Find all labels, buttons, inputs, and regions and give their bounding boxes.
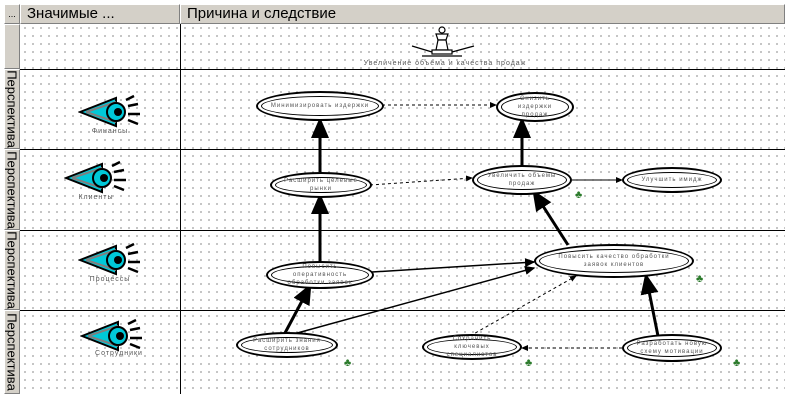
row-header-processes[interactable]: Перспектива xyxy=(4,230,20,310)
top-goal-label: Увеличение объёма и качества продаж xyxy=(363,60,527,67)
chess-piece-icon xyxy=(411,26,475,57)
row-caption: Клиенты xyxy=(78,194,114,201)
row-caption: Процессы xyxy=(89,276,131,283)
row-header-finance[interactable]: Перспектива xyxy=(4,69,20,149)
goal-node-label: Снизить издержки продаж xyxy=(517,96,553,118)
edge xyxy=(469,275,577,337)
row-divider xyxy=(20,69,785,70)
goal-node-label: Минимизировать издержки xyxy=(270,103,370,109)
goal-node[interactable]: Повысить качество обработки заявок клиен… xyxy=(534,244,694,278)
goal-node-label: Улучшить имидж xyxy=(641,177,703,183)
goal-node-label: Расширить знания сотрудников xyxy=(253,338,321,352)
row-header-clients[interactable]: Перспектива xyxy=(4,149,20,230)
column-header-cause-effect[interactable]: Причина и следствие xyxy=(180,4,785,24)
goal-node-label: Увеличить объемы продаж xyxy=(487,173,557,187)
row-divider xyxy=(20,230,785,231)
goal-node-label: Сохранить ключевых специалистов xyxy=(446,336,498,358)
small-figure-icon: ♣ xyxy=(696,273,704,285)
small-figure-icon: ♣ xyxy=(575,189,583,201)
small-figure-icon: ♣ xyxy=(733,357,741,369)
eye-icon xyxy=(80,318,142,352)
edge xyxy=(289,266,536,336)
goal-node[interactable]: Разработать новую схему мотивации xyxy=(622,334,722,362)
goal-node-label: Расширить целевые рынки xyxy=(284,178,358,192)
column-divider xyxy=(180,24,181,394)
goal-node[interactable]: Сохранить ключевых специалистов xyxy=(422,334,522,360)
eye-icon xyxy=(78,94,140,128)
goal-node[interactable]: Улучшить имидж xyxy=(622,167,722,193)
goal-node-label: Разработать новую схему мотивации xyxy=(636,341,708,355)
row-caption: Сотрудники xyxy=(95,350,143,357)
small-figure-icon: ♣ xyxy=(344,357,352,369)
goal-node[interactable]: Расширить целевые рынки xyxy=(270,172,372,198)
goal-node-label: Повысить оперативность обработки заявок xyxy=(287,264,353,286)
edge xyxy=(640,273,660,337)
goal-node-label: Повысить качество обработки заявок клиен… xyxy=(558,254,670,268)
goal-node[interactable]: Минимизировать издержки xyxy=(256,91,384,121)
goal-node[interactable]: Повысить оперативность обработки заявок xyxy=(266,261,374,289)
goal-node[interactable]: Расширить знания сотрудников xyxy=(236,332,338,358)
edge xyxy=(532,189,570,246)
edge xyxy=(283,283,312,334)
row-divider xyxy=(20,149,785,150)
corner-header[interactable]: ... xyxy=(4,4,20,24)
goal-node[interactable]: Увеличить объемы продаж xyxy=(472,165,572,195)
column-header-significant[interactable]: Значимые ... xyxy=(20,4,180,24)
eye-icon xyxy=(64,160,126,194)
eye-icon xyxy=(78,242,140,276)
goal-node[interactable]: Снизить издержки продаж xyxy=(496,92,574,122)
row-header-top[interactable] xyxy=(4,24,20,69)
edge xyxy=(371,258,536,273)
edge xyxy=(369,175,473,186)
row-divider xyxy=(20,310,785,311)
small-figure-icon: ♣ xyxy=(525,357,533,369)
row-caption: Финансы xyxy=(91,128,129,135)
